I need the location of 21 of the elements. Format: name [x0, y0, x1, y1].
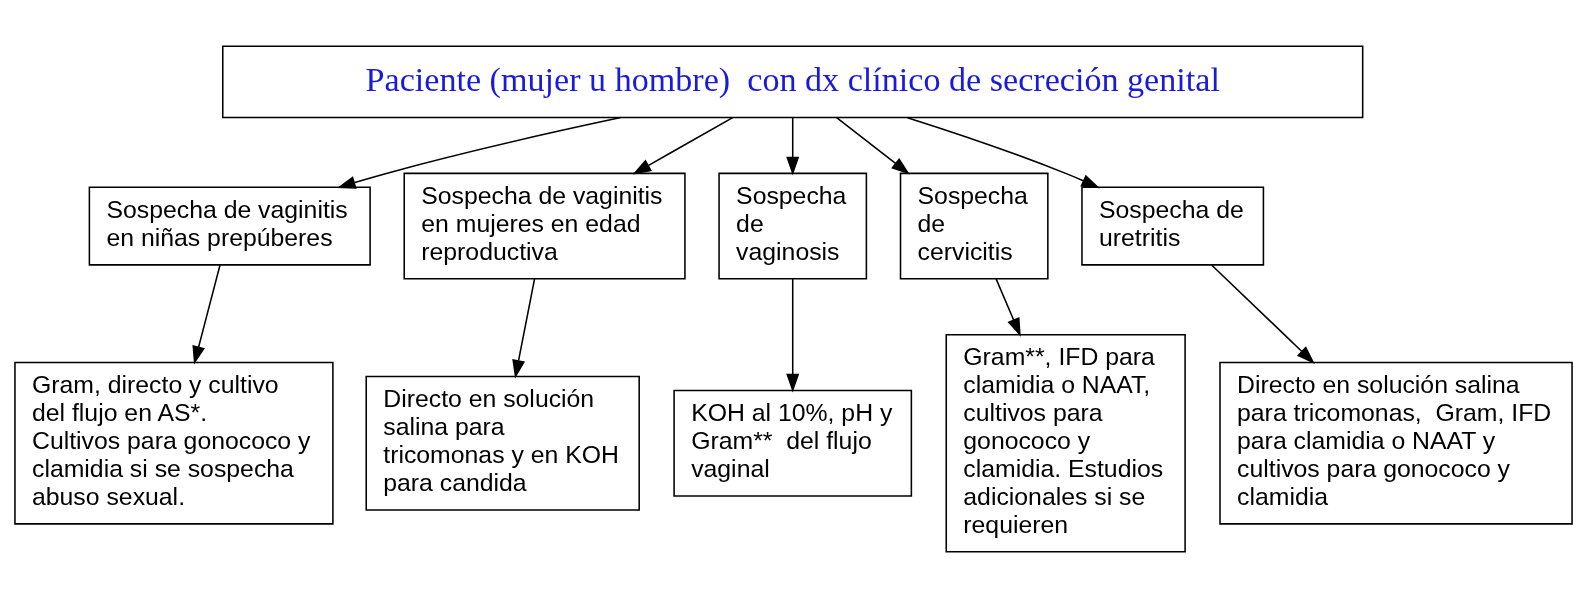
node-box: KOH al 10%, pH y Gram** del flujo vaginal	[673, 389, 913, 497]
node-box: Paciente (mujer u hombre) con dx clínico de secreción genital	[222, 44, 1364, 118]
node-box: Sospecha de cervicitis	[899, 172, 1049, 280]
node-box: Sospecha de vaginitis en mujeres en edad reproductiva	[403, 172, 686, 280]
arrow	[512, 277, 536, 379]
arrow	[835, 116, 910, 174]
node-box: Gram, directo y cultivo del flujo en AS*. Cultivos para gonococo y clamidia si se sospecha abuso sexual.	[14, 361, 334, 525]
arrow	[632, 116, 734, 174]
node-box: Sospecha de uretritis	[1081, 186, 1265, 266]
arrow	[786, 116, 800, 175]
arrow	[906, 116, 1100, 188]
arrow	[1210, 263, 1315, 364]
arrow	[786, 277, 800, 392]
node-box: Directo en solución salina para tricomonas, Gram, IFD para clamidia o NAAT y cultivos para gonococo y clamidia	[1219, 361, 1573, 525]
node-box: Gram**, IFD para clamidia o NAAT, cultivos para gonococo y clamidia. Estudios adicionales si se requieren	[945, 333, 1186, 553]
node-box: Sospecha de vaginitis en niñas prepúberes	[88, 186, 371, 266]
arrow	[337, 116, 622, 189]
node-box: Directo en solución salina para tricomonas y en KOH para candida	[365, 375, 640, 511]
arrow	[192, 263, 221, 365]
arrow	[995, 277, 1021, 337]
node-box: Sospecha de vaginosis	[718, 172, 868, 280]
